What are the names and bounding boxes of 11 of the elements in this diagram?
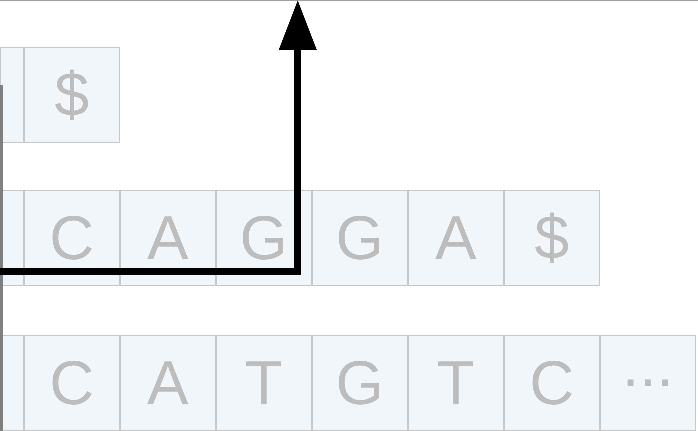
letter-cell: G bbox=[312, 190, 408, 286]
letter-cell: A bbox=[408, 190, 504, 286]
letter-cell: $ bbox=[504, 190, 600, 286]
letter-cell: A bbox=[120, 335, 216, 431]
empty-cell bbox=[0, 47, 24, 143]
letter-cell: T bbox=[408, 335, 504, 431]
letter-cell: C bbox=[504, 335, 600, 431]
letter-cell: A bbox=[120, 190, 216, 286]
letter-cell: T bbox=[216, 335, 312, 431]
letter-cell: ... bbox=[600, 335, 696, 431]
letter-cell: G bbox=[312, 335, 408, 431]
